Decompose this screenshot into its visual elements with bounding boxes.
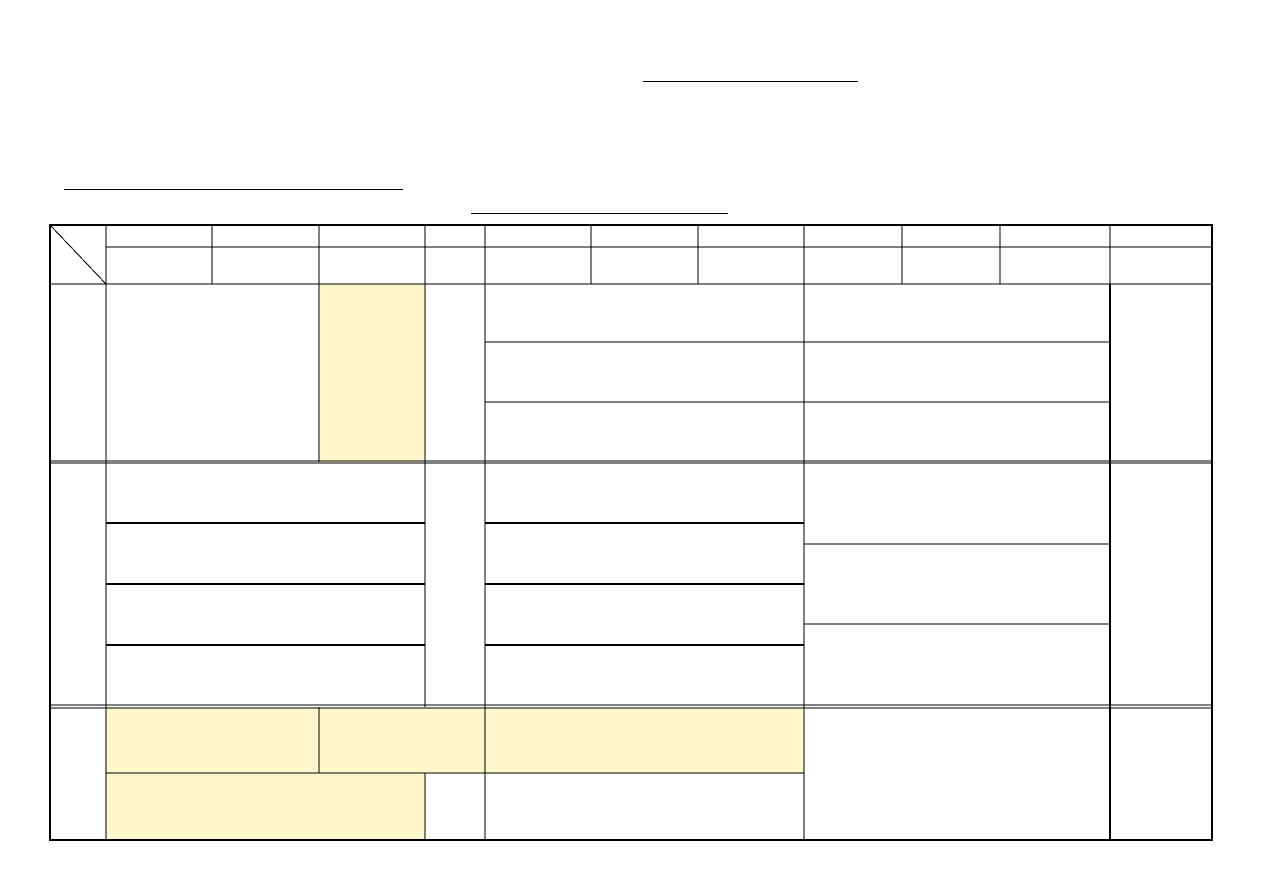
highlighted-cells xyxy=(106,284,804,840)
section-2-rules xyxy=(106,522,804,646)
highlight-cell-d xyxy=(485,707,804,773)
highlight-cell-b xyxy=(106,707,319,773)
section-1-rules xyxy=(485,341,1110,403)
header-column-rules xyxy=(105,225,1111,284)
corner-diagonal xyxy=(49,224,107,285)
section-2-right-rules xyxy=(804,543,1110,625)
highlight-cell-e xyxy=(106,773,425,840)
meta-underline-center xyxy=(471,213,728,214)
highlight-cell-c xyxy=(319,707,485,773)
body-column-rules xyxy=(105,284,1111,840)
title-underline xyxy=(643,81,858,82)
section-separators xyxy=(50,460,1212,709)
table-border xyxy=(49,224,1213,841)
meta-underline-left xyxy=(64,189,403,190)
highlight-cell-a xyxy=(319,284,425,462)
